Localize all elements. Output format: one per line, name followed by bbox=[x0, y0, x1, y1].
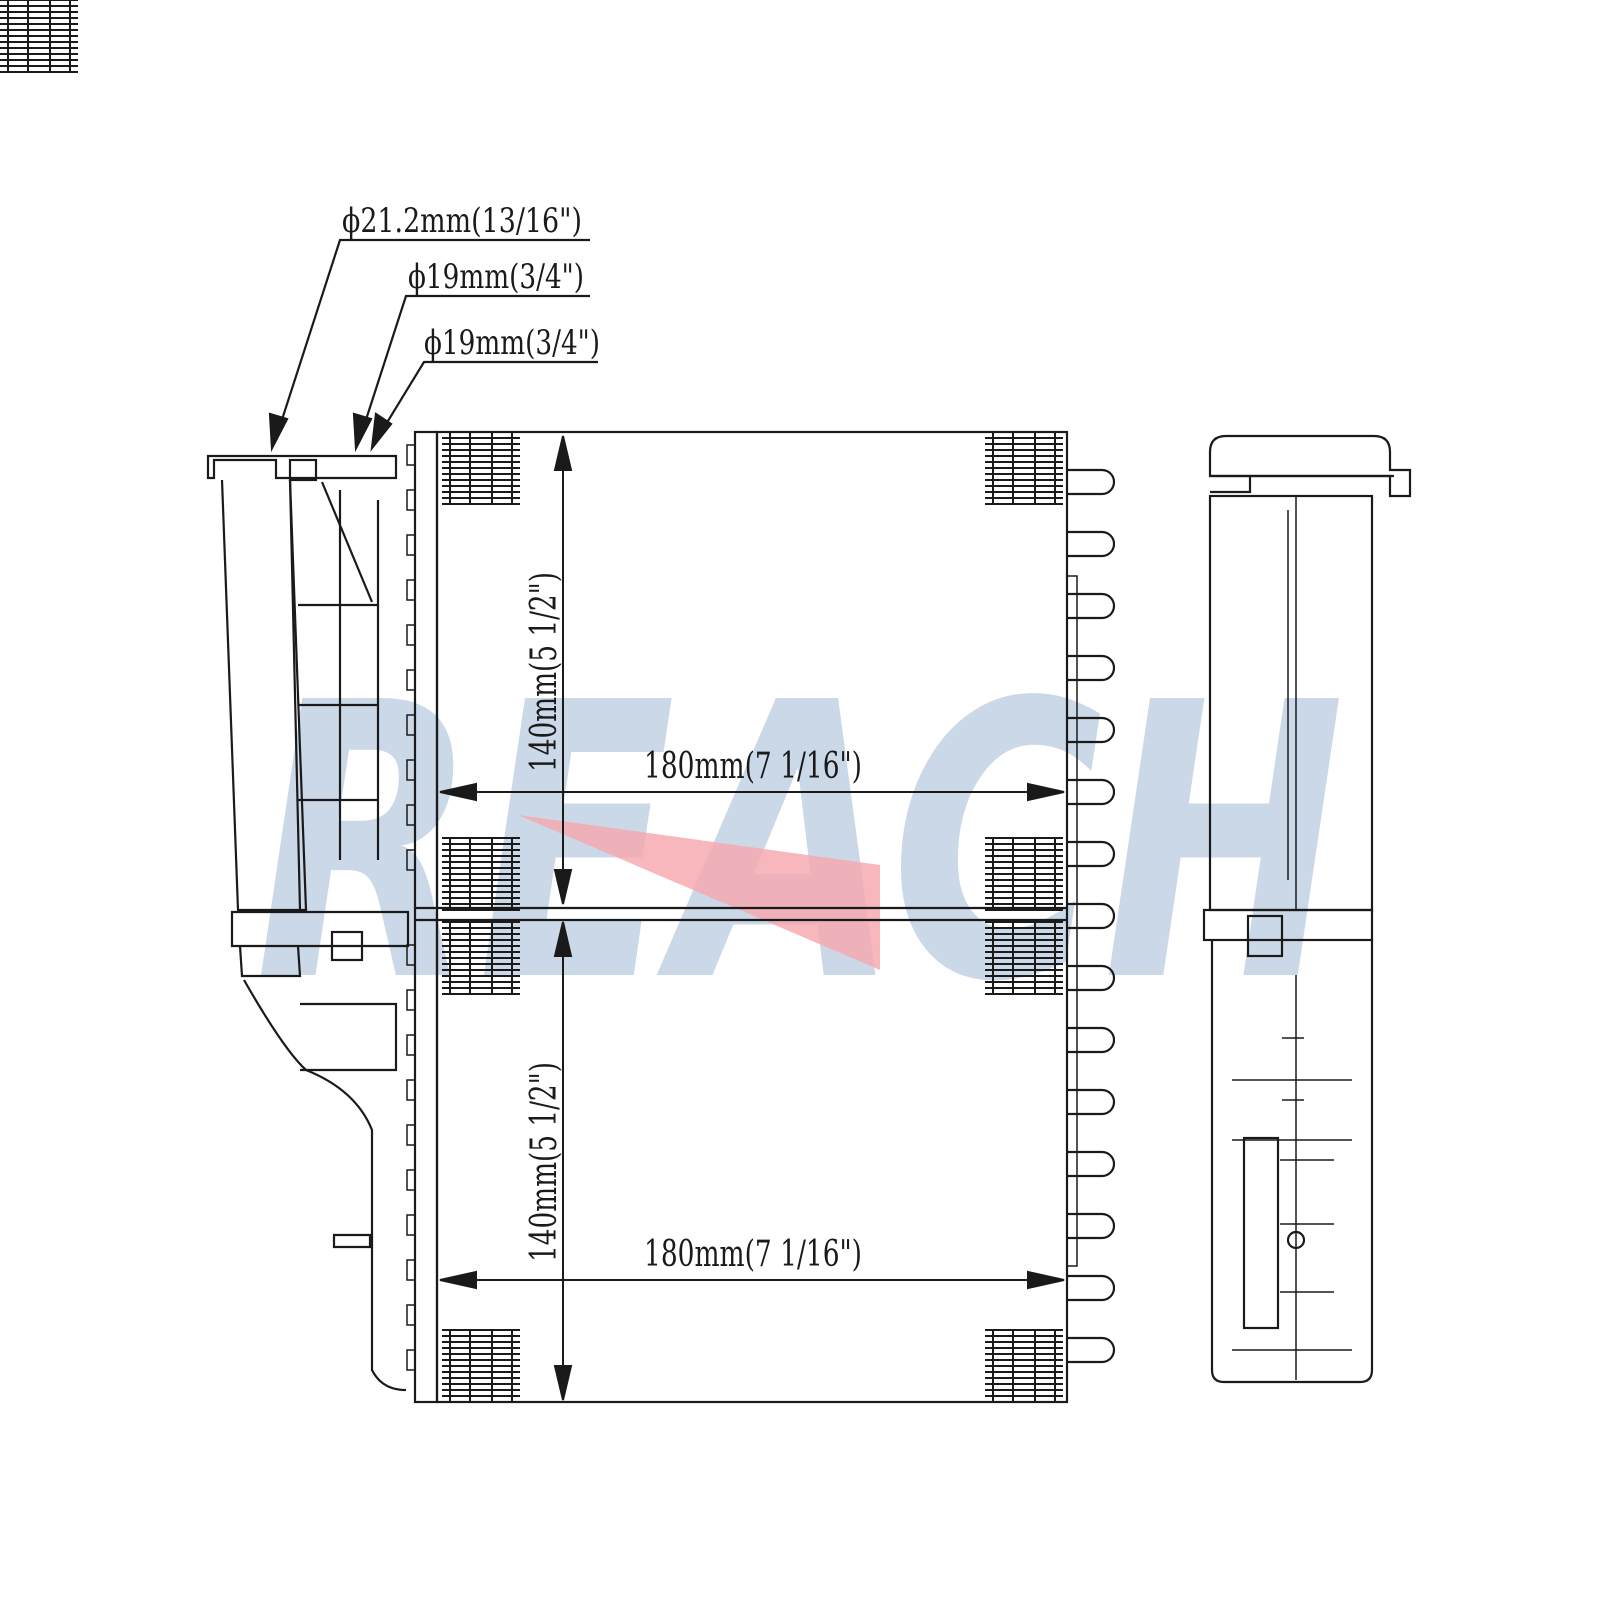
callout-outlet-diameter-2: ϕ19mm(3/4") bbox=[424, 323, 600, 363]
callout-inlet-diameter: ϕ21.2mm(13/16") bbox=[342, 201, 582, 241]
dim-width-upper: 180mm(7 1/16") bbox=[644, 746, 862, 787]
tank-notches bbox=[406, 444, 415, 1371]
callout-outlet-diameter-1: ϕ19mm(3/4") bbox=[408, 257, 584, 297]
watermark-text: REACH bbox=[255, 622, 1345, 1065]
tube-ends bbox=[1065, 468, 1116, 1364]
core-front-view bbox=[0, 0, 1116, 1404]
dim-width-lower: 180mm(7 1/16") bbox=[644, 1234, 862, 1275]
watermark-accent bbox=[518, 815, 880, 970]
watermark: REACH bbox=[255, 622, 1345, 1065]
callout-leaders bbox=[268, 238, 598, 453]
fin-blocks bbox=[0, 0, 1064, 1403]
dim-height-lower: 140mm(5 1/2") bbox=[524, 1062, 565, 1262]
dim-height-upper: 140mm(5 1/2") bbox=[524, 572, 565, 772]
side-view bbox=[1202, 434, 1412, 1384]
tank-left bbox=[206, 454, 410, 1392]
dimension-lines bbox=[439, 435, 1065, 1401]
